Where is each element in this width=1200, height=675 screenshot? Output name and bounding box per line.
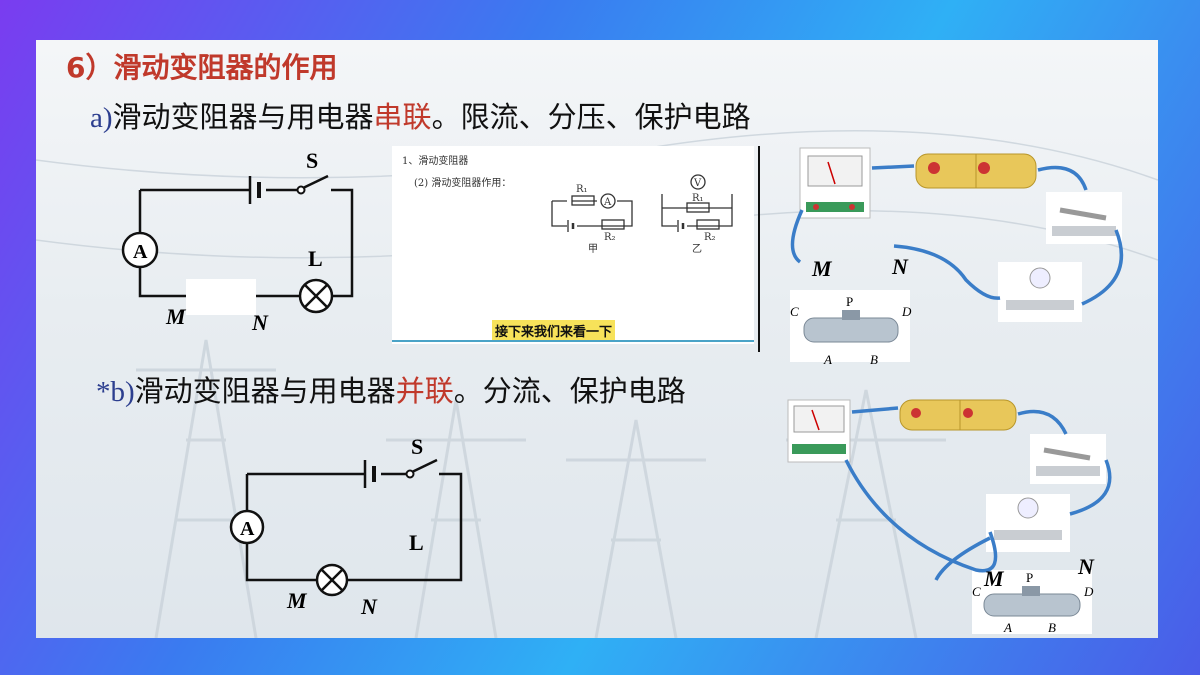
photo-a-m-label: M [811,256,833,281]
section-a-text2: 。限流、分压、保护电路 [431,100,751,134]
embedded-video-frame[interactable]: 1、滑动变阻器 (2) 滑动变阻器作用： A V R₁ R₂ R₁ R₂ 甲 [392,146,754,344]
photo-a-n-label: N [891,254,909,279]
circuit-a-n-label: N [251,310,269,335]
section-b-text2: 。分流、保护电路 [453,374,686,408]
section-b-text: *b)滑动变阻器与用电器并联。分流、保护电路 [96,368,686,410]
section-a-text: a)滑动变阻器与用电器串联。限流、分压、保护电路 [90,94,751,136]
knife-switch-icon [1030,434,1106,484]
photo-b-c-label: C [972,584,981,599]
battery-icon [899,399,1017,431]
photo-a-b-label: B [870,352,878,367]
video-r2-b: R₂ [704,232,716,243]
video-caption: 接下来我们来看一下 [492,320,616,341]
video-voltmeter-label: V [693,178,702,189]
photo-b-n-label: N [1077,554,1095,579]
photo-a-d-label: D [901,304,912,319]
video-r1-b: R₁ [692,193,704,204]
circuit-b-m-label: M [286,588,308,613]
photo-b-p-label: P [1026,570,1033,585]
circuit-b-ammeter-label: A [240,518,255,540]
circuit-a-m-label: M [165,304,187,329]
circuit-b-n-label: N [360,594,378,619]
switch-pivot-icon [405,469,415,479]
video-subheading: (2) 滑动变阻器作用： [414,176,511,189]
circuit-a-lamp-label: L [308,246,323,271]
photo-b-m-label: M [983,566,1005,591]
apparatus-photo-a: M N P C D A B [790,147,1124,367]
switch-pivot-icon [296,185,306,195]
page-title: 6）滑动变阻器的作用 [66,51,338,84]
video-r1-a: R₁ [576,184,588,195]
video-r2-a: R₂ [604,232,616,243]
circuit-b-lamp-label: L [409,530,424,555]
video-heading: 1、滑动变阻器 [402,154,468,167]
section-a-prefix: a) [90,102,113,134]
photo-a-p-label: P [846,294,853,309]
photo-b-d-label: D [1083,584,1094,599]
video-progress-line [392,340,754,342]
circuit-b-diagram: A S L M N [229,434,463,619]
video-label-yi: 乙 [692,243,702,255]
knife-switch-icon [1046,192,1122,244]
circuit-b-switch-label: S [411,434,423,459]
section-b-highlight: 并联 [395,374,454,408]
photo-b-b-label: B [1048,620,1056,635]
video-label-jia: 甲 [588,244,598,255]
divider [758,146,760,352]
apparatus-photo-b: M N P C D A B [787,399,1112,635]
ammeter-icon [121,231,159,269]
wire-icon [844,406,1112,581]
circuit-a-switch-label: S [306,148,318,173]
wire-icon [790,164,1124,306]
section-b-prefix: *b) [96,376,135,408]
photo-a-a-label: A [823,352,832,367]
circuit-a-ammeter-label: A [133,241,148,263]
circuit-a-diagram: A S L M N [121,148,354,335]
section-a-highlight: 串联 [373,100,432,134]
photo-b-a-label: A [1003,620,1012,635]
ammeter-icon [229,509,265,545]
photo-a-c-label: C [790,304,799,319]
video-circuit-diagrams: 1、滑动变阻器 (2) 滑动变阻器作用： A V R₁ R₂ R₁ R₂ 甲 [402,154,733,255]
slide-frame: 6）滑动变阻器的作用 a)滑动变阻器与用电器串联。限流、分压、保护电路 *b)滑… [36,40,1158,638]
section-a-text1: 滑动变阻器与用电器 [112,100,374,134]
video-ammeter-label: A [603,197,612,208]
section-b-text1: 滑动变阻器与用电器 [134,374,396,408]
